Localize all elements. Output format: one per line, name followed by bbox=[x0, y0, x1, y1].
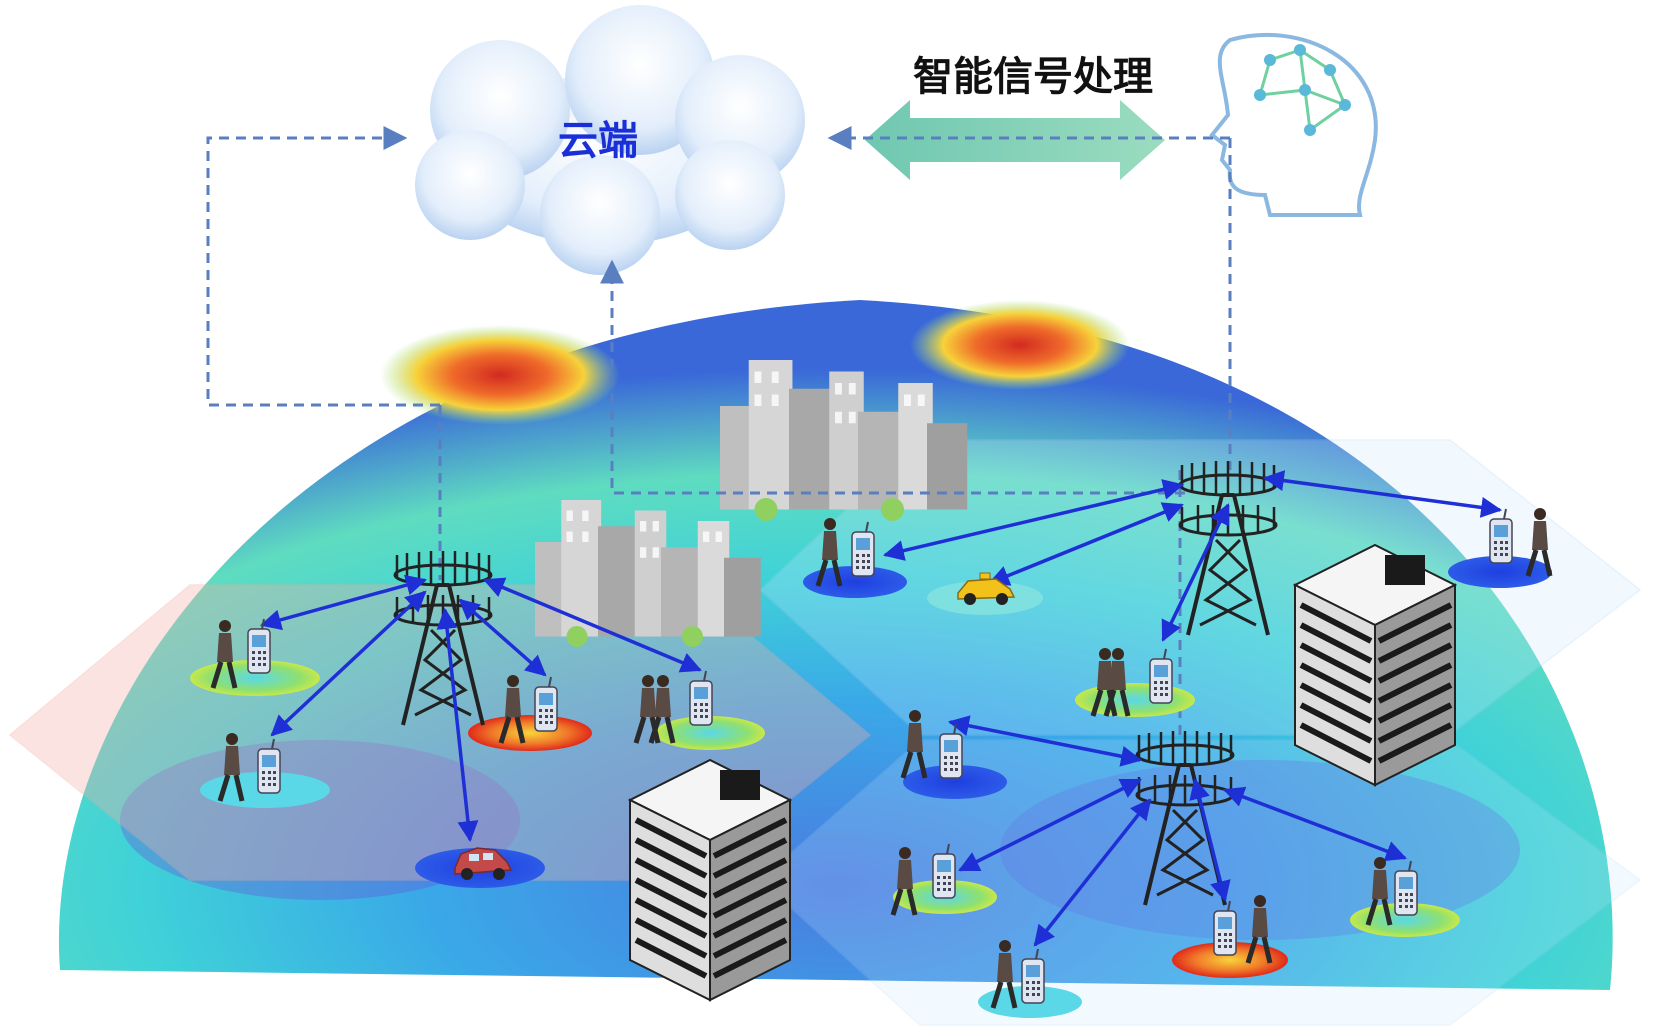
link-arrow bbox=[1033, 798, 1152, 947]
signal-processing-label: 智能信号处理 bbox=[913, 54, 1153, 100]
heat-spot-left bbox=[380, 325, 620, 425]
dashed-line-left bbox=[206, 126, 440, 407]
city-icon-center bbox=[720, 360, 968, 521]
link-arrow bbox=[483, 577, 702, 673]
signal-double-arrow bbox=[865, 100, 1165, 180]
link-arrow bbox=[947, 715, 1143, 767]
link-arrow bbox=[988, 502, 1184, 586]
heat-spot-right bbox=[910, 300, 1130, 390]
cloud-label: 云端 bbox=[558, 118, 638, 164]
building-icon-center bbox=[630, 760, 790, 1000]
ai-head-icon bbox=[1209, 32, 1378, 217]
building-icon-right bbox=[1295, 545, 1455, 785]
city-icon-left bbox=[535, 500, 761, 647]
link-arrow bbox=[1189, 777, 1231, 903]
taxi-icon bbox=[957, 572, 1016, 605]
link-arrow bbox=[1161, 503, 1230, 642]
car-icon bbox=[454, 847, 513, 880]
link-arrow bbox=[436, 607, 479, 843]
link-arrow bbox=[1223, 786, 1407, 862]
link-arrow bbox=[270, 590, 427, 737]
cloud-icon bbox=[415, 5, 805, 275]
link-arrow bbox=[1262, 470, 1503, 518]
